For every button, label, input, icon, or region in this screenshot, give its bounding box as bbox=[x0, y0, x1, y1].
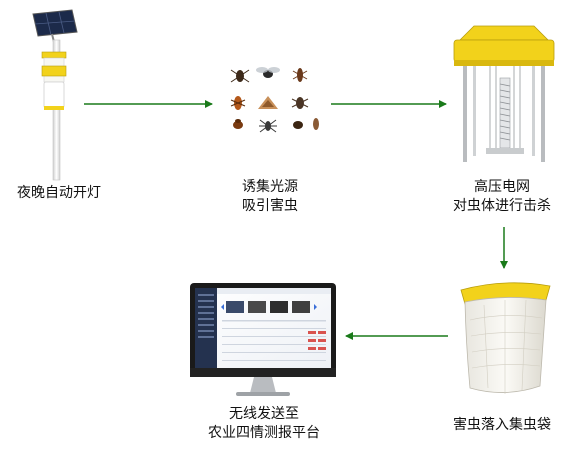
label-night-lamp: 夜晚自动开灯 bbox=[17, 185, 101, 201]
solar-lamp-icon bbox=[32, 9, 78, 181]
label-lure-line1: 诱集光源 bbox=[242, 179, 298, 195]
label-send-line2: 农业四情测报平台 bbox=[208, 425, 320, 441]
label-lure-line2: 吸引害虫 bbox=[242, 198, 298, 214]
collection-bag-icon bbox=[460, 282, 551, 394]
label-send-line1: 无线发送至 bbox=[229, 406, 299, 422]
insects-icon bbox=[230, 67, 319, 133]
label-grid-line1: 高压电网 bbox=[474, 179, 530, 195]
label-bag: 害虫落入集虫袋 bbox=[453, 417, 551, 433]
label-grid-line2: 对虫体进行击杀 bbox=[453, 198, 551, 214]
monitor-icon bbox=[190, 283, 336, 396]
electric-grid-icon bbox=[453, 25, 555, 162]
